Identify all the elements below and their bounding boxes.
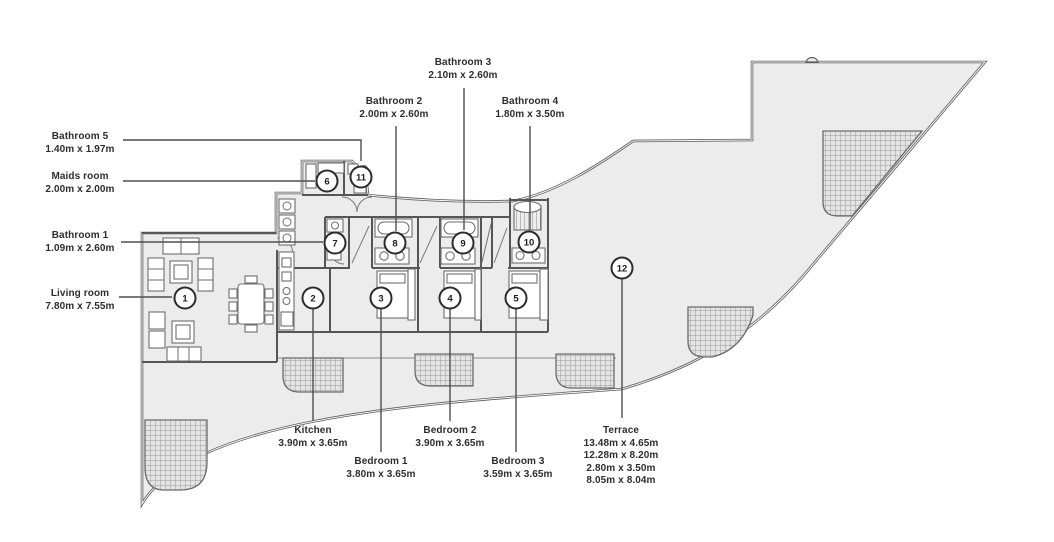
terrace-wall-notch	[805, 56, 819, 63]
room-marker-10	[517, 230, 541, 254]
planter-south-2	[414, 353, 474, 387]
building-footprint	[140, 56, 988, 509]
room-marker-number-1: 1	[182, 294, 188, 305]
room-marker-4	[438, 286, 462, 310]
room-marker-number-8: 8	[392, 239, 397, 250]
room-marker-11	[349, 165, 373, 189]
room-marker-number-7: 7	[332, 239, 337, 250]
room-marker-number-2: 2	[310, 294, 315, 305]
room-marker-6	[315, 169, 339, 193]
planter-northeast	[822, 130, 924, 217]
planter-southwest	[144, 419, 208, 491]
room-marker-12	[610, 256, 634, 280]
planter-southeast	[687, 306, 754, 358]
room-marker-2	[301, 286, 325, 310]
room-marker-9	[451, 231, 475, 255]
leader-line-11	[123, 139, 362, 161]
room-marker-3	[369, 286, 393, 310]
room-marker-number-4: 4	[447, 294, 453, 305]
room-marker-number-10: 10	[524, 238, 535, 249]
room-marker-1	[173, 286, 197, 310]
room-marker-number-5: 5	[513, 294, 519, 305]
bathroom4-fixtures	[511, 200, 546, 264]
planter-south-3	[555, 353, 615, 389]
room-marker-number-9: 9	[460, 239, 465, 250]
wardrobe-diagonal	[480, 219, 493, 267]
room-marker-8	[383, 231, 407, 255]
room-marker-number-11: 11	[356, 173, 367, 184]
room-marker-7	[323, 231, 347, 255]
kitchen-counter	[278, 251, 295, 331]
room-marker-number-6: 6	[324, 177, 329, 188]
room-marker-number-12: 12	[617, 264, 628, 275]
utility-appliances	[278, 198, 296, 246]
dining-table	[228, 275, 274, 333]
room-marker-number-3: 3	[378, 294, 383, 305]
room-marker-5	[504, 286, 528, 310]
